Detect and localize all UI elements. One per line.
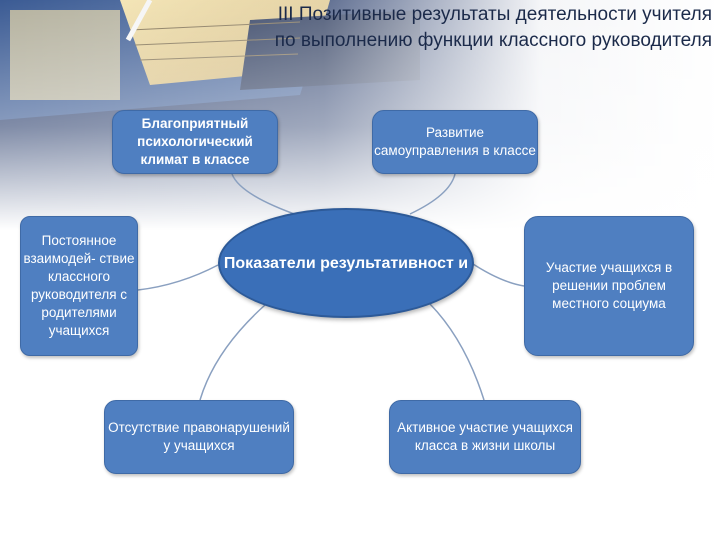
box-school-life: Активное участие учащихся класса в жизни… [389, 400, 581, 474]
center-node-indicators: Показатели результативност и [218, 208, 474, 318]
box-community-participation: Участие учащихся в решении проблем местн… [524, 216, 694, 356]
box-favorable-climate: Благоприятный психологический климат в к… [112, 110, 278, 174]
connector-climate [231, 173, 301, 217]
slide-title: III Позитивные результаты деятельности у… [274, 4, 712, 51]
connector-parents [137, 264, 219, 291]
connector-community [469, 261, 525, 287]
connector-no-offenses [199, 304, 266, 401]
box-self-government: Развитие самоуправления в классе [372, 110, 538, 174]
connector-school-life [429, 303, 485, 401]
box-parent-interaction: Постоянное взаимодей- ствие классного ру… [20, 216, 138, 356]
box-no-offenses: Отсутствие правонарушений у учащихся [104, 400, 294, 474]
connector-self-government [409, 173, 456, 215]
background-photo [0, 0, 720, 230]
